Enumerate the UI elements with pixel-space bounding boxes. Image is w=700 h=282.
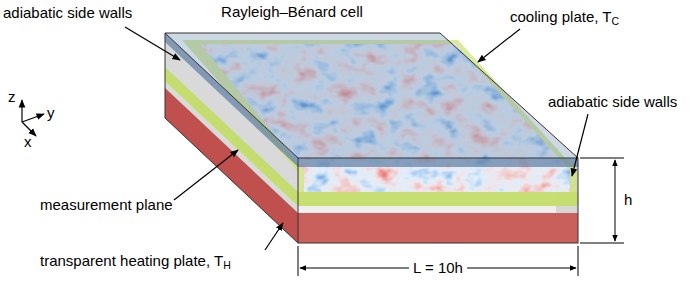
wall-label: adiabatic side walls — [3, 4, 132, 22]
dimension-label: h — [624, 191, 632, 209]
leader-arrow — [125, 27, 588, 250]
dimension-label: L = 10h — [409, 259, 467, 277]
dimension-line — [298, 158, 624, 276]
subscript: C — [611, 15, 619, 27]
cell-outline — [165, 33, 578, 243]
cooling-plate-front — [298, 158, 578, 167]
axis-label: x — [24, 133, 32, 151]
axes-symbol — [22, 100, 44, 136]
subscript: H — [223, 259, 231, 271]
temperature-field — [160, 30, 590, 205]
wall-label: adiabatic side walls — [548, 93, 677, 111]
measurement-plane-front — [298, 192, 578, 206]
plate-label: transparent heating plate, TH — [40, 252, 231, 270]
plane-label: measurement plane — [40, 196, 173, 214]
axis-label: z — [8, 88, 16, 106]
plate-label: cooling plate, TC — [510, 8, 619, 26]
cooling-plate-side — [165, 33, 298, 167]
cell-title: Rayleigh–Bénard cell — [221, 3, 363, 21]
heating-plate-front — [298, 213, 578, 243]
axis-label: y — [47, 104, 55, 122]
